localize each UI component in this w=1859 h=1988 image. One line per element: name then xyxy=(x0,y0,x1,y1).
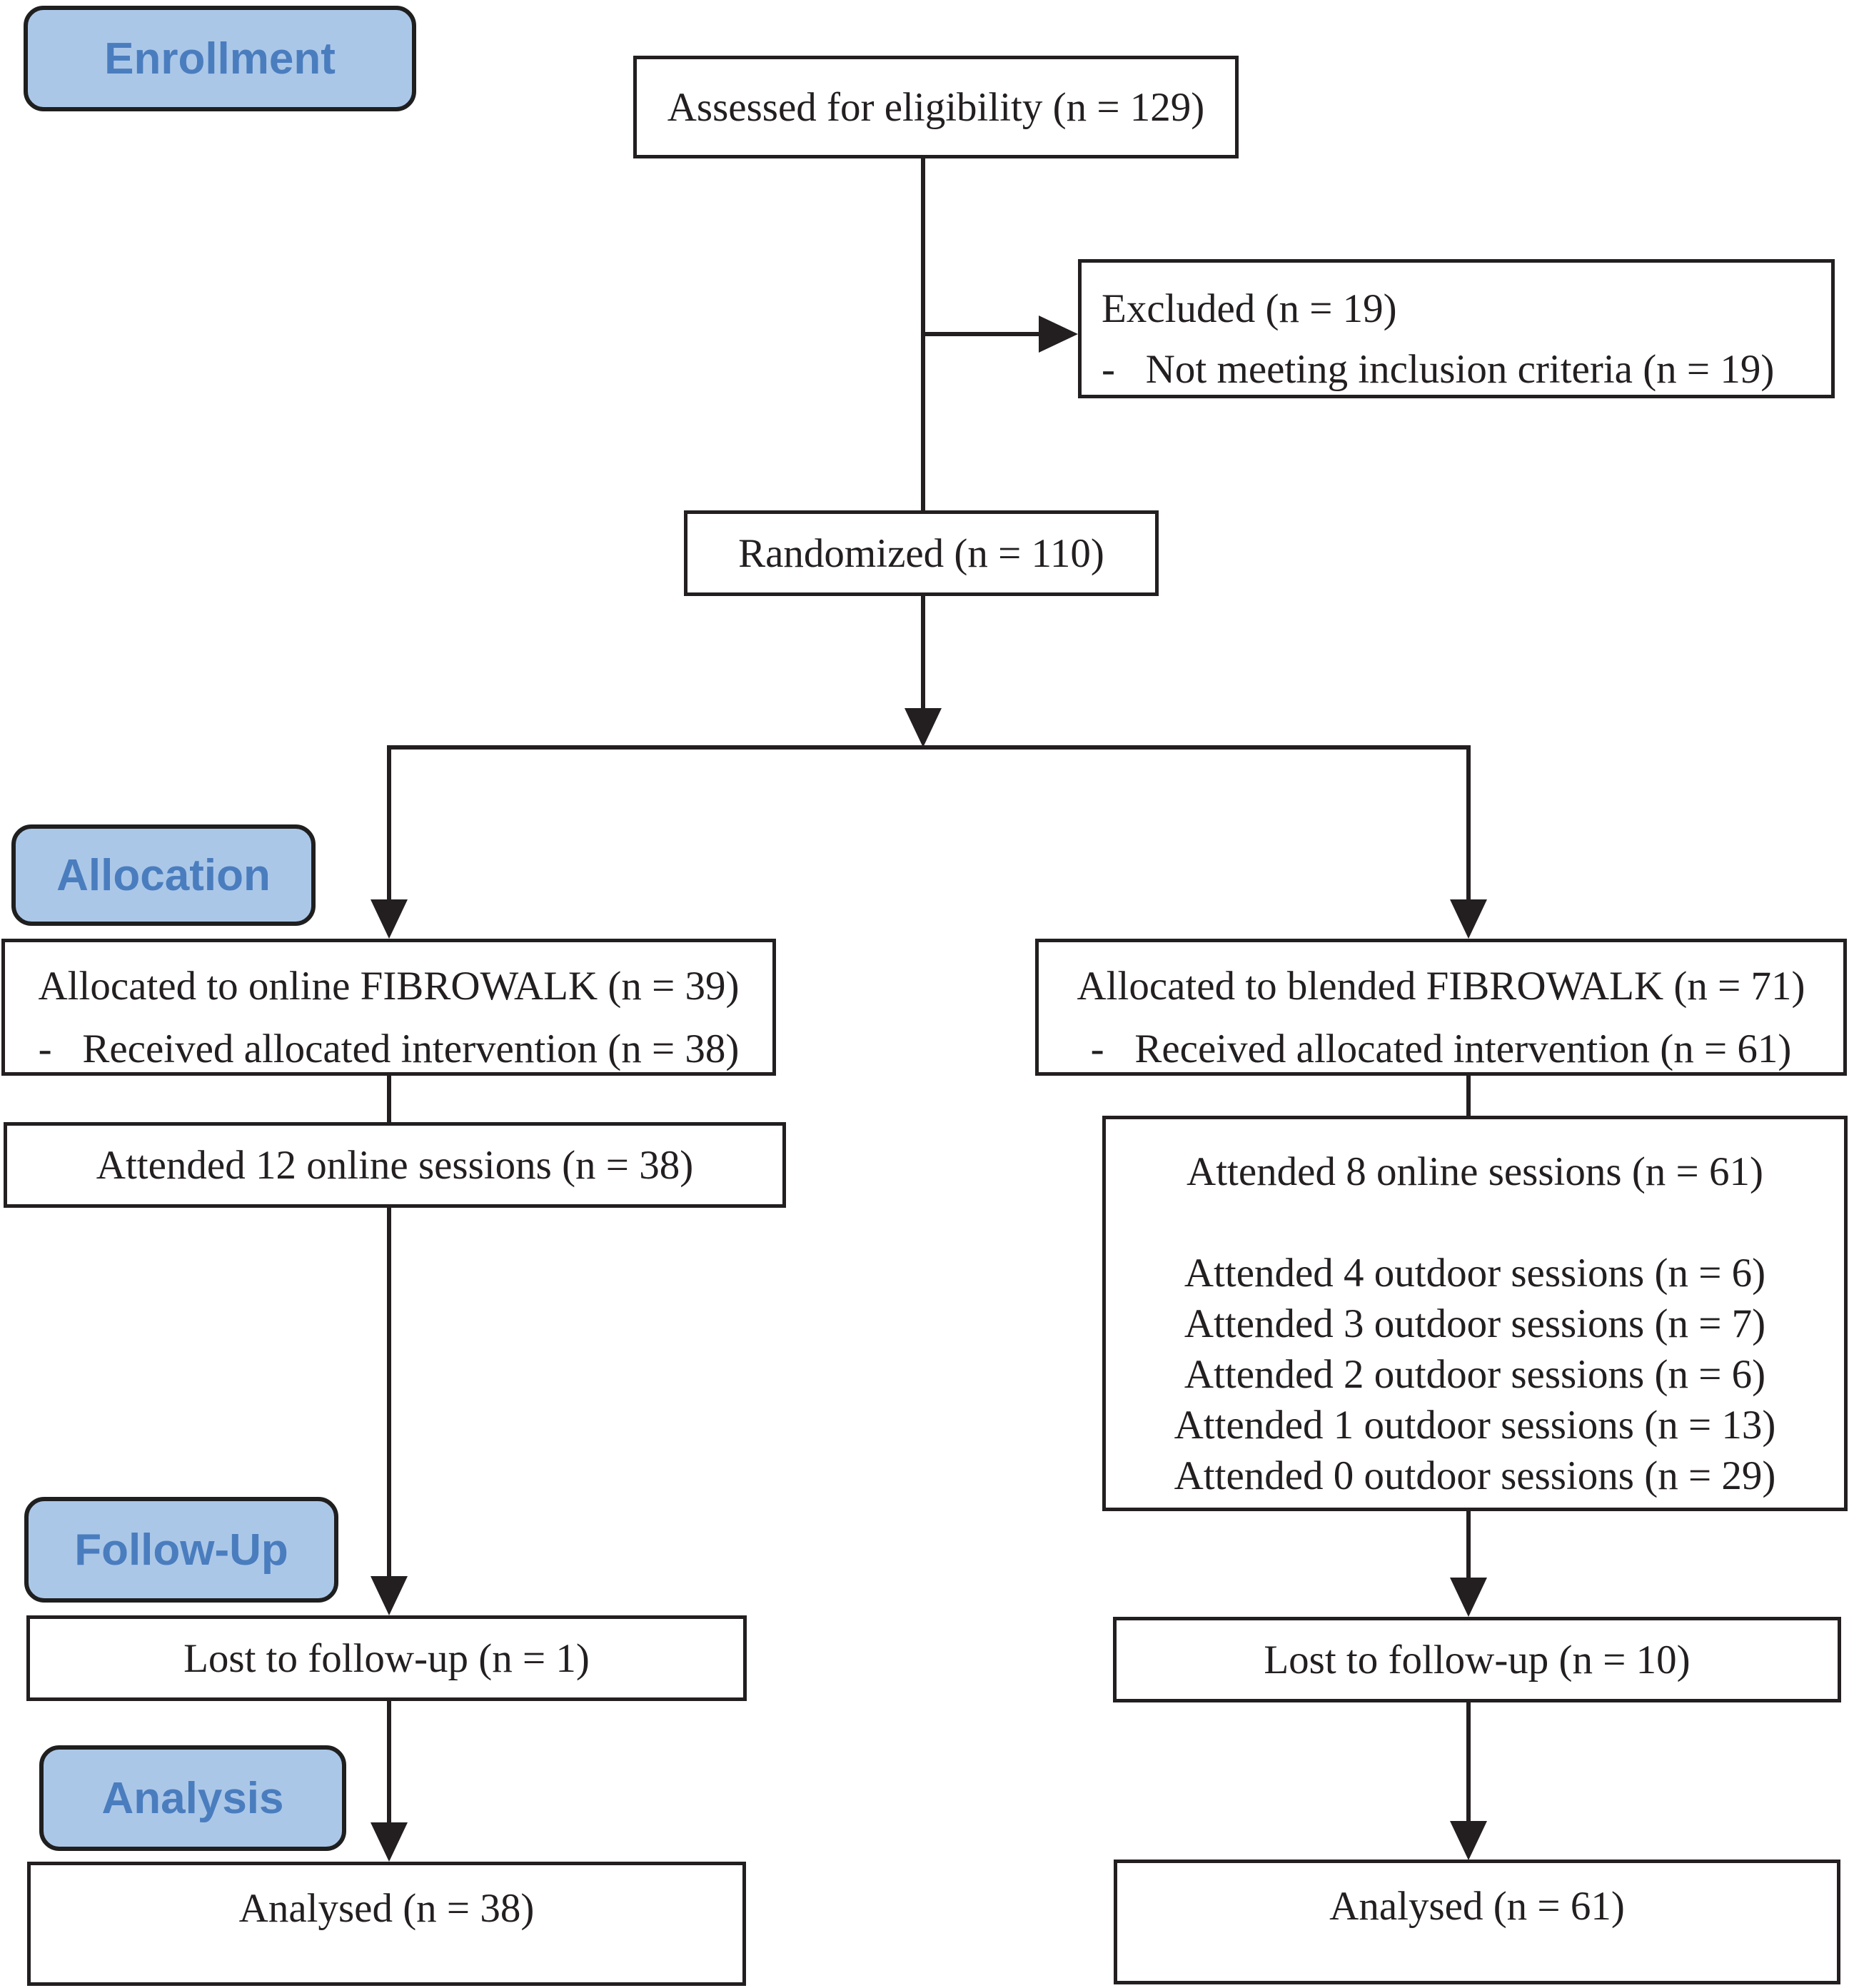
connector-allocated-to-attended-blended xyxy=(1466,1074,1471,1119)
attended-blended-line: Attended 1 outdoor sessions (n = 13) xyxy=(1174,1403,1776,1448)
stage-label-allocation: Allocation xyxy=(11,824,316,926)
attended-blended-line: Attended 2 outdoor sessions (n = 6) xyxy=(1184,1352,1766,1397)
stage-label-follow-up: Follow-Up xyxy=(24,1497,338,1603)
box-attended-blended: Attended 8 online sessions (n = 61) Atte… xyxy=(1102,1116,1848,1511)
box-lost-online: Lost to follow-up (n = 1) xyxy=(26,1615,747,1701)
box-attended-online: Attended 12 online sessions (n = 38) xyxy=(4,1122,786,1208)
box-excluded: Excluded (n = 19) - Not meeting inclusio… xyxy=(1078,259,1835,398)
excluded-line2: - Not meeting inclusion criteria (n = 19… xyxy=(1102,347,1775,392)
attended-online-text: Attended 12 online sessions (n = 38) xyxy=(96,1142,694,1188)
arrowhead-branch xyxy=(905,708,942,747)
randomized-text: Randomized (n = 110) xyxy=(738,530,1104,576)
connector-attended-to-lost-blended xyxy=(1466,1510,1471,1580)
excluded-line1: Excluded (n = 19) xyxy=(1102,286,1397,331)
attended-blended-line: Attended 0 outdoor sessions (n = 29) xyxy=(1174,1453,1776,1498)
connector-to-excluded xyxy=(921,332,1042,336)
connector-branch-to-allocated-online xyxy=(387,745,391,902)
lost-blended-text: Lost to follow-up (n = 10) xyxy=(1264,1637,1691,1682)
arrowhead-analysed-online xyxy=(371,1822,408,1862)
connector-branch-horizontal xyxy=(387,745,1471,750)
allocated-online-line2: - Received allocated intervention (n = 3… xyxy=(38,1026,740,1071)
assessed-text: Assessed for eligibility (n = 129) xyxy=(667,84,1205,130)
box-allocated-online: Allocated to online FIBROWALK (n = 39) -… xyxy=(1,939,776,1076)
analysed-online-text: Analysed (n = 38) xyxy=(238,1886,535,1931)
connector-attended-to-lost-online xyxy=(387,1206,391,1578)
arrowhead-excluded xyxy=(1039,316,1078,353)
box-lost-blended: Lost to follow-up (n = 10) xyxy=(1113,1617,1841,1702)
box-analysed-online: Analysed (n = 38) xyxy=(27,1862,746,1986)
attended-blended-line: Attended 8 online sessions (n = 61) xyxy=(1187,1149,1763,1194)
stage-label-analysis: Analysis xyxy=(39,1745,346,1851)
stage-label-follow-up-text: Follow-Up xyxy=(74,1525,288,1575)
connector-branch-to-allocated-blended xyxy=(1466,745,1471,902)
stage-label-allocation-text: Allocation xyxy=(56,850,271,900)
connector-lost-to-analysed-online xyxy=(387,1700,391,1825)
arrowhead-allocated-blended xyxy=(1450,899,1487,939)
arrowhead-allocated-online xyxy=(371,899,408,939)
box-analysed-blended: Analysed (n = 61) xyxy=(1114,1860,1840,1984)
attended-blended-line: Attended 4 outdoor sessions (n = 6) xyxy=(1184,1251,1766,1296)
stage-label-enrollment-text: Enrollment xyxy=(104,34,336,84)
analysed-blended-text: Analysed (n = 61) xyxy=(1329,1884,1625,1929)
box-assessed-for-eligibility: Assessed for eligibility (n = 129) xyxy=(633,56,1239,158)
allocated-blended-line2: - Received allocated intervention (n = 6… xyxy=(1090,1026,1792,1071)
stage-label-analysis-text: Analysis xyxy=(101,1773,284,1823)
connector-allocated-to-attended-online xyxy=(387,1074,391,1124)
arrowhead-lost-blended xyxy=(1450,1578,1487,1617)
arrowhead-lost-online xyxy=(371,1576,408,1615)
connector-randomized-to-branch xyxy=(921,596,925,710)
allocated-online-line1: Allocated to online FIBROWALK (n = 39) xyxy=(38,964,740,1009)
arrowhead-analysed-blended xyxy=(1450,1821,1487,1860)
connector-lost-to-analysed-blended xyxy=(1466,1701,1471,1822)
stage-label-enrollment: Enrollment xyxy=(24,6,416,111)
allocated-blended-line1: Allocated to blended FIBROWALK (n = 71) xyxy=(1077,964,1805,1009)
lost-online-text: Lost to follow-up (n = 1) xyxy=(183,1635,590,1681)
attended-blended-line: Attended 3 outdoor sessions (n = 7) xyxy=(1184,1301,1766,1346)
box-allocated-blended: Allocated to blended FIBROWALK (n = 71) … xyxy=(1035,939,1847,1076)
box-randomized: Randomized (n = 110) xyxy=(684,510,1159,596)
